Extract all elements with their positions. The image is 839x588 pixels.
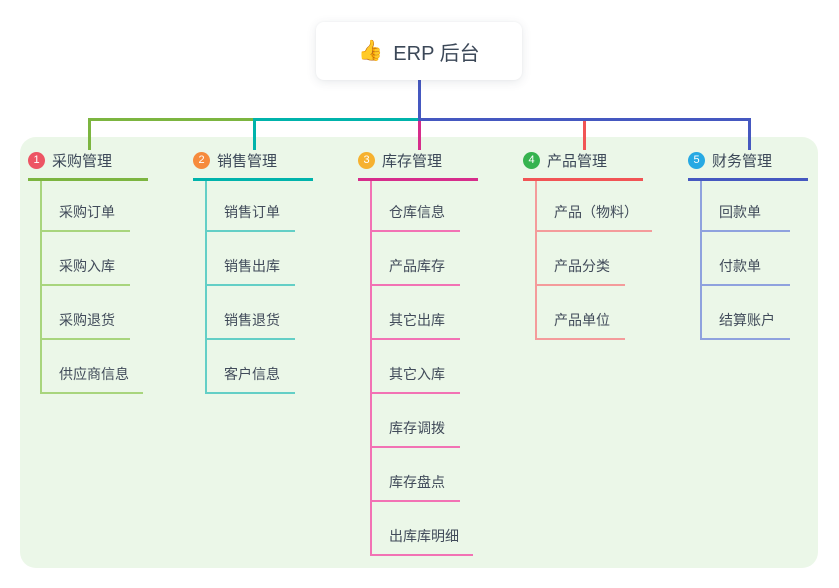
- branch-number-badge: 5: [688, 152, 705, 169]
- branch-item[interactable]: 销售退货: [207, 286, 295, 340]
- branch-1: 1 采购管理采购订单采购入库采购退货供应商信息: [28, 150, 148, 394]
- branch-items: 采购订单采购入库采购退货供应商信息: [40, 181, 148, 394]
- branch-title: 产品管理: [547, 153, 608, 170]
- branch-item[interactable]: 产品单位: [537, 286, 625, 340]
- branch-number-badge: 2: [193, 152, 210, 169]
- branch-item[interactable]: 销售订单: [207, 181, 295, 232]
- bus-segment-3: [418, 118, 751, 121]
- branch-item[interactable]: 付款单: [702, 232, 790, 286]
- branch-item[interactable]: 库存调拨: [372, 394, 460, 448]
- root-node[interactable]: 👍 ERP 后台: [316, 22, 522, 80]
- branch-header[interactable]: 2 销售管理: [193, 150, 313, 181]
- branch-header[interactable]: 5 财务管理: [688, 150, 808, 181]
- branch-items: 回款单付款单结算账户: [700, 181, 808, 340]
- branch-item[interactable]: 采购入库: [42, 232, 130, 286]
- branch-item[interactable]: 客户信息: [207, 340, 295, 394]
- branch-number-badge: 4: [523, 152, 540, 169]
- branch-drop-3: [418, 121, 421, 150]
- branch-drop-1: [88, 121, 91, 150]
- branch-item[interactable]: 其它入库: [372, 340, 460, 394]
- branch-title: 库存管理: [382, 153, 443, 170]
- branch-drop-5: [748, 121, 751, 150]
- branch-title: 采购管理: [52, 153, 113, 170]
- branch-item[interactable]: 回款单: [702, 181, 790, 232]
- branch-number-badge: 3: [358, 152, 375, 169]
- branch-4: 4 产品管理产品（物料）产品分类产品单位: [523, 150, 652, 340]
- bus-segment-1: [88, 118, 253, 121]
- branch-header[interactable]: 1 采购管理: [28, 150, 148, 181]
- branch-item[interactable]: 销售出库: [207, 232, 295, 286]
- branch-item[interactable]: 供应商信息: [42, 340, 143, 394]
- root-title: ERP 后台: [393, 42, 480, 65]
- branch-item[interactable]: 仓库信息: [372, 181, 460, 232]
- branch-item[interactable]: 产品分类: [537, 232, 625, 286]
- branch-item[interactable]: 结算账户: [702, 286, 790, 340]
- branch-item[interactable]: 其它出库: [372, 286, 460, 340]
- branch-items: 销售订单销售出库销售退货客户信息: [205, 181, 313, 394]
- branch-number-badge: 1: [28, 152, 45, 169]
- branch-item[interactable]: 产品库存: [372, 232, 460, 286]
- branch-drop-4: [583, 121, 586, 150]
- branch-header[interactable]: 3 库存管理: [358, 150, 478, 181]
- branch-item[interactable]: 出库库明细: [372, 502, 473, 556]
- branch-item[interactable]: 采购订单: [42, 181, 130, 232]
- branch-drop-2: [253, 121, 256, 150]
- root-connector: [418, 80, 421, 120]
- branch-3: 3 库存管理仓库信息产品库存其它出库其它入库库存调拨库存盘点出库库明细: [358, 150, 478, 556]
- branch-item[interactable]: 库存盘点: [372, 448, 460, 502]
- branch-item[interactable]: 采购退货: [42, 286, 130, 340]
- branches-panel: [20, 137, 818, 568]
- bus-segment-2: [253, 118, 418, 121]
- branch-item[interactable]: 产品（物料）: [537, 181, 652, 232]
- branch-items: 产品（物料）产品分类产品单位: [535, 181, 652, 340]
- branch-title: 财务管理: [712, 153, 773, 170]
- thumbs-up-icon: 👍: [358, 40, 384, 62]
- branch-items: 仓库信息产品库存其它出库其它入库库存调拨库存盘点出库库明细: [370, 181, 478, 556]
- branch-5: 5 财务管理回款单付款单结算账户: [688, 150, 808, 340]
- branch-title: 销售管理: [217, 153, 278, 170]
- branch-2: 2 销售管理销售订单销售出库销售退货客户信息: [193, 150, 313, 394]
- branch-header[interactable]: 4 产品管理: [523, 150, 643, 181]
